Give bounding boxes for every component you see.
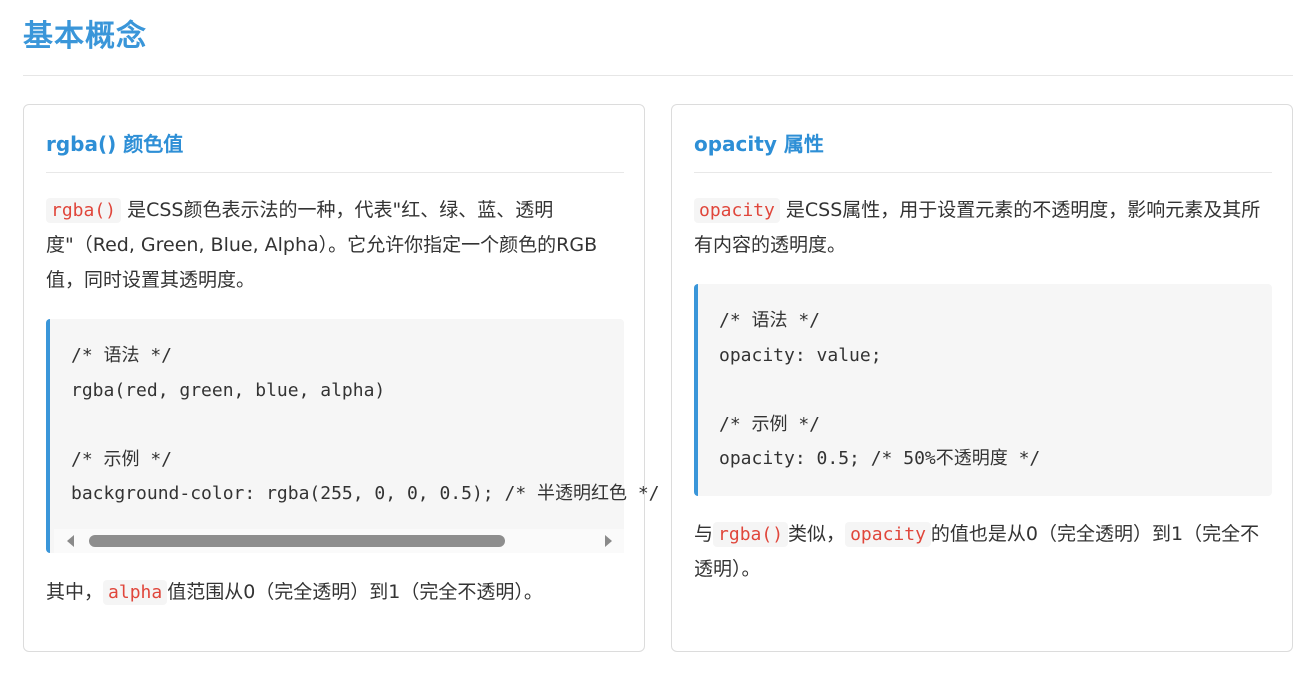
code-line: opacity: value; xyxy=(719,344,882,366)
inline-code-rgba: rgba() xyxy=(713,522,789,547)
card-title: rgba() 颜色值 xyxy=(46,129,624,173)
code-line: opacity: 0.5; /* 50%不透明度 */ xyxy=(719,448,1041,469)
opacity-intro-text: 是CSS属性，用于设置元素的不透明度，影响元素及其所有内容的透明度。 xyxy=(694,199,1261,256)
code-line xyxy=(71,408,624,443)
rgba-intro-paragraph: rgba() 是CSS颜色表示法的一种，代表"红、绿、蓝、透明度"（Red, G… xyxy=(46,193,626,298)
scrollbar-thumb[interactable] xyxy=(89,535,505,547)
rgba-card: rgba() 颜色值 rgba() 是CSS颜色表示法的一种，代表"红、绿、蓝、… xyxy=(23,104,660,652)
scroll-right-icon[interactable] xyxy=(605,535,612,547)
outro-mid: 类似， xyxy=(788,523,846,545)
code-line: /* 语法 */ xyxy=(71,345,173,366)
opacity-intro-paragraph: opacity 是CSS属性，用于设置元素的不透明度，影响元素及其所有内容的透明… xyxy=(694,193,1274,263)
opacity-card: opacity 属性 opacity 是CSS属性，用于设置元素的不透明度，影响… xyxy=(671,104,1293,652)
code-line: rgba(red, green, blue, alpha) xyxy=(71,379,386,401)
opacity-code-block: /* 语法 */ opacity: value; /* 示例 */ opacity: … xyxy=(694,284,1272,496)
outro-prefix: 与 xyxy=(694,523,714,545)
scroll-left-icon[interactable] xyxy=(67,535,74,547)
code-content: /* 语法 */ rgba(red, green, blue, alpha) /* … xyxy=(50,319,660,512)
rgba-code-block: /* 语法 */ rgba(red, green, blue, alpha) /* … xyxy=(46,319,660,553)
code-line: /* 示例 */ xyxy=(71,448,173,470)
outro-prefix: 其中， xyxy=(46,581,104,603)
code-content: /* 语法 */ opacity: value; /* 示例 */ opacity: … xyxy=(698,284,1272,477)
inline-code-alpha: alpha xyxy=(103,580,168,605)
rgba-intro-text: 是CSS颜色表示法的一种，代表"红、绿、蓝、透明度"（Red, Green, B… xyxy=(46,199,598,291)
inline-code-rgba: rgba() xyxy=(46,198,122,223)
horizontal-scrollbar[interactable] xyxy=(54,529,624,553)
code-line: background-color: rgba(255, 0, 0, 0.5); … xyxy=(71,483,660,504)
outro-text: 的值也是从0（完全透明）到1（完全不透明）。 xyxy=(694,523,1260,580)
inline-code-opacity: opacity xyxy=(845,522,931,547)
code-line: /* 示例 */ xyxy=(719,413,821,435)
outro-text: 值范围从0（完全透明）到1（完全不透明）。 xyxy=(167,581,543,603)
page-header: 基本概念 xyxy=(23,14,1293,76)
inline-code-opacity: opacity xyxy=(694,198,780,223)
code-line: /* 语法 */ xyxy=(719,310,821,331)
page-title: 基本概念 xyxy=(23,19,147,54)
card-title: opacity 属性 xyxy=(694,129,1272,173)
code-line xyxy=(719,373,1272,408)
